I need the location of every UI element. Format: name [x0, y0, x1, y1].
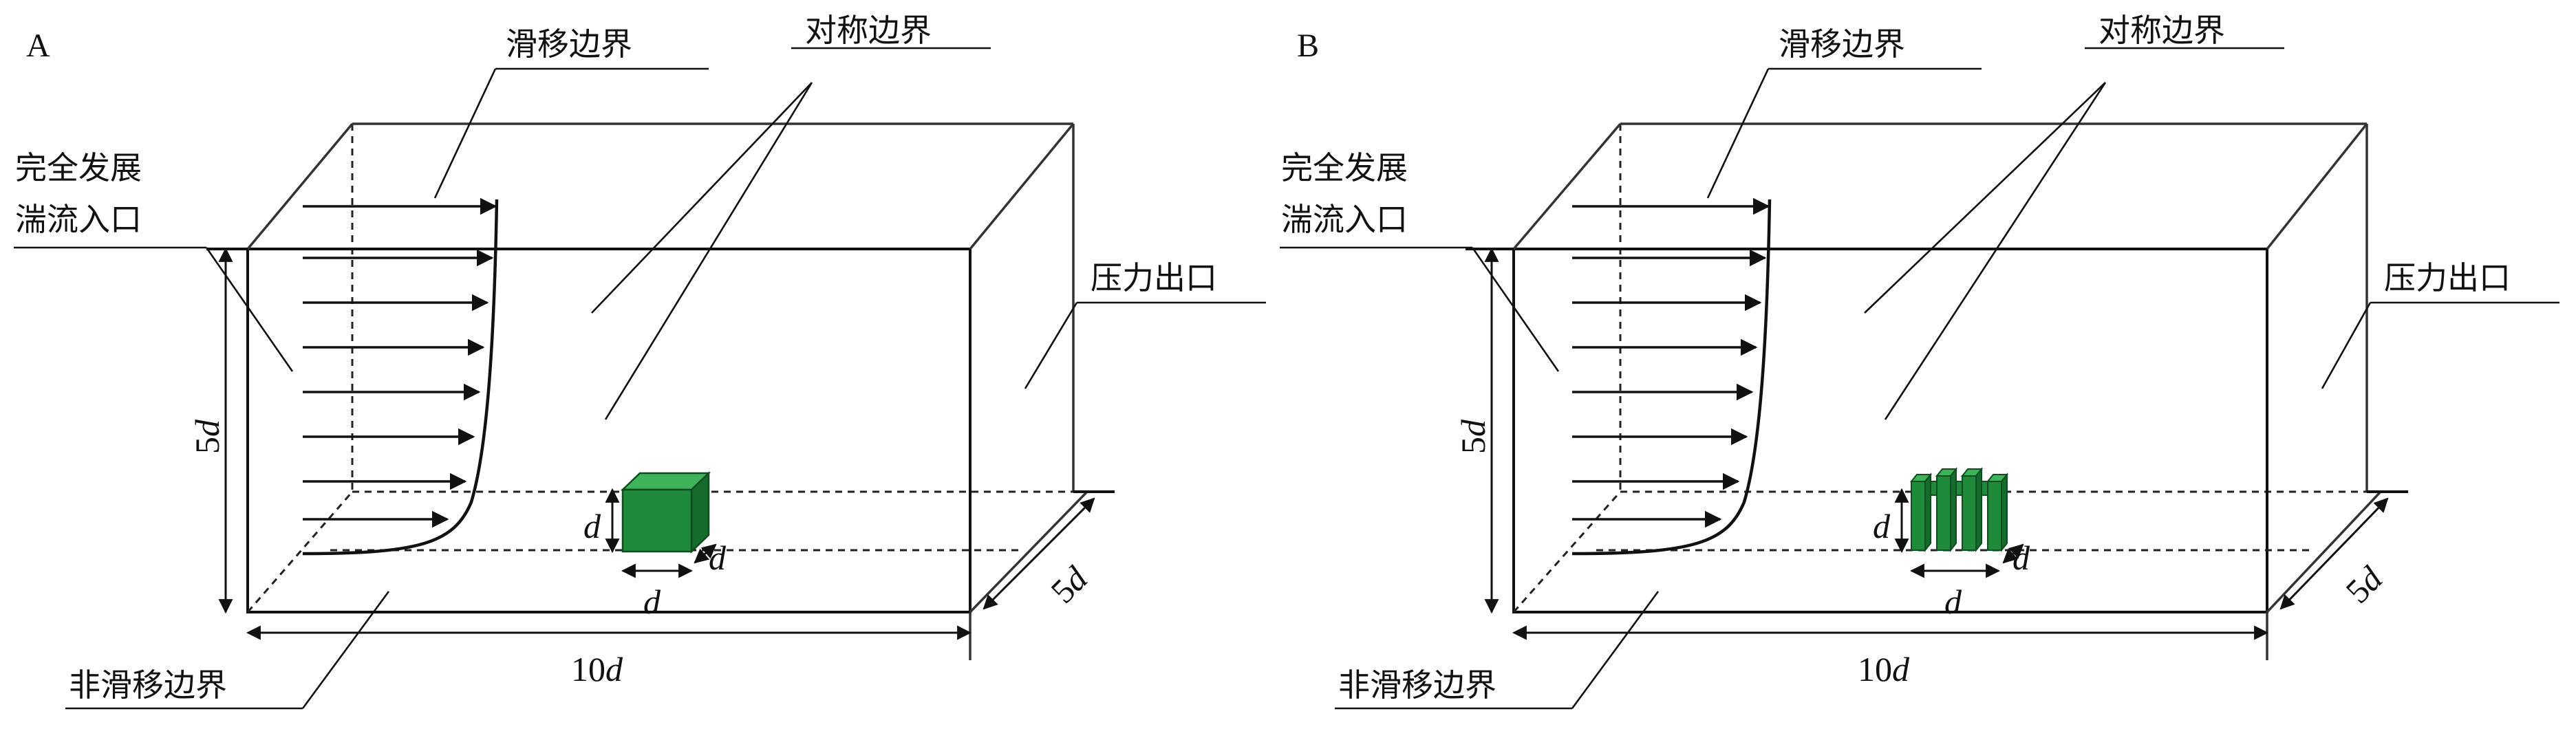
inlet-label-line2: 湍流入口	[15, 201, 142, 238]
width-dimension-label: 5d	[1043, 558, 1095, 611]
length-dimension-label-b: 10d	[1858, 650, 1910, 688]
obstacle-fins	[1909, 467, 2009, 552]
obstacle-dimensions-b: d d d	[1873, 488, 2030, 621]
noslip-boundary-label: 非滑移边界	[69, 666, 227, 704]
obstacle-width-label-b: d	[1944, 583, 1962, 621]
panel-b: B	[1280, 12, 2559, 710]
width-dimension-label-b: 5d	[2338, 558, 2390, 611]
outlet-label-b: 压力出口	[2384, 259, 2511, 296]
inlet-label-line1-b: 完全发展	[1281, 149, 1408, 186]
height-dimension-label-b: 5d	[1454, 419, 1492, 454]
obstacle-cube	[620, 471, 711, 554]
outlet-label: 压力出口	[1091, 259, 1217, 296]
obstacle-depth-label-b: d	[2012, 538, 2030, 577]
domain-dimensions-b	[1484, 247, 2389, 640]
annotation-leaders	[14, 47, 1266, 710]
height-dimension-label: 5d	[188, 419, 226, 454]
domain-dimensions	[218, 247, 1095, 640]
velocity-profile-b	[1571, 199, 1772, 556]
length-dimension-label: 10d	[571, 650, 623, 688]
obstacle-dimensions: d d d	[583, 488, 727, 621]
inlet-label-line1: 完全发展	[15, 149, 142, 186]
obstacle-height-label-b: d	[1873, 507, 1891, 545]
obstacle-height-label: d	[583, 507, 601, 545]
inlet-velocity-arrows	[303, 197, 497, 528]
fin	[1960, 467, 1984, 552]
velocity-profile	[302, 199, 499, 556]
inlet-velocity-arrows-b	[1572, 197, 1770, 528]
annotation-leaders-b	[1280, 47, 2559, 710]
fin	[1935, 467, 1958, 552]
panel-b-label: B	[1297, 28, 1319, 64]
fin	[1909, 472, 1933, 552]
noslip-boundary-label-b: 非滑移边界	[1338, 666, 1496, 704]
slip-boundary-label-b: 滑移边界	[1779, 25, 1905, 63]
domain-box-front	[206, 122, 1115, 660]
panel-a: A	[14, 12, 1266, 710]
obstacle-width-label: d	[643, 583, 661, 621]
symmetry-boundary-label: 对称边界	[805, 12, 932, 49]
slip-boundary-label: 滑移边界	[506, 25, 632, 63]
panel-a-label: A	[26, 28, 50, 64]
symmetry-boundary-label-b: 对称边界	[2099, 12, 2225, 49]
fin	[1986, 472, 2009, 552]
inlet-label-line2-b: 湍流入口	[1281, 201, 1408, 238]
obstacle-depth-label: d	[709, 538, 727, 577]
